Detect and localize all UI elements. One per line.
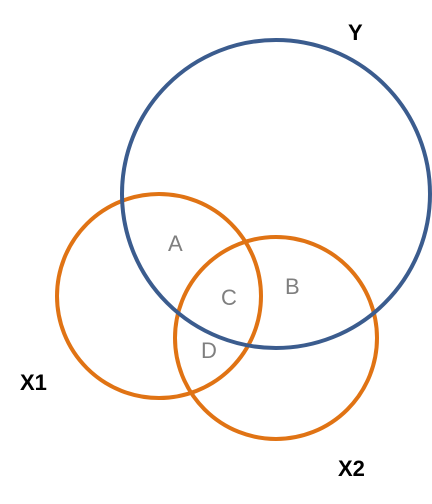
label-x2: X2: [338, 456, 365, 481]
label-y: Y: [348, 20, 363, 45]
label-x1: X1: [20, 370, 47, 395]
circle-x1: [55, 192, 263, 400]
circle-x2: [173, 235, 379, 441]
region-label-c: C: [221, 285, 237, 310]
region-label-a: A: [168, 231, 183, 256]
region-label-d: D: [201, 338, 217, 363]
region-label-b: B: [285, 274, 300, 299]
circle-y: [120, 38, 432, 350]
